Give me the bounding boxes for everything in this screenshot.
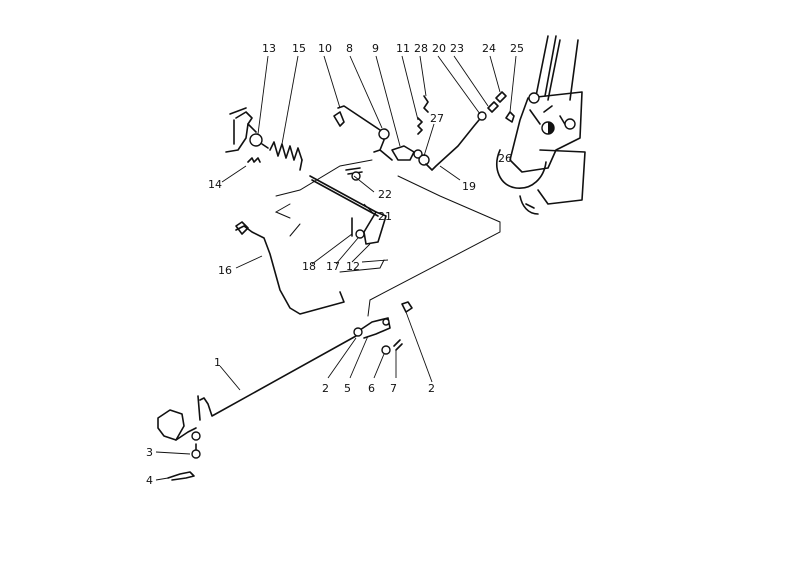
callout-8: 8 [346,42,353,55]
callout-6: 6 [368,382,375,395]
callout-20: 20 [432,42,446,55]
transmission-housing [496,35,586,215]
rod-part-19 [425,91,515,171]
callout-2-right: 2 [428,382,435,395]
callout-3: 3 [146,446,153,459]
pin-part-9 [391,145,423,161]
callout-19: 19 [462,180,476,193]
callout-24: 24 [482,42,496,55]
rod-part-1 [197,335,357,421]
callout-18: 18 [302,260,316,273]
callout-11: 11 [396,42,410,55]
leader-lines [155,55,517,481]
callout-23: 23 [450,42,464,55]
callout-27: 27 [430,112,444,125]
callout-21: 21 [378,210,392,223]
callout-14: 14 [208,178,222,191]
callout-25: 25 [510,42,524,55]
washer-part-6 [381,345,391,355]
callout-12: 12 [346,260,360,273]
spring-part-15 [261,141,303,171]
callout-2: 2 [322,382,329,395]
spring-part-28 [423,95,429,113]
callout-22: 22 [378,188,392,201]
spring-part-11 [417,117,423,135]
callout-labels: 13 15 10 8 9 11 28 20 23 24 25 27 14 26 … [146,42,524,487]
washer-part-3 [191,449,201,459]
callout-17: 17 [326,260,340,273]
nut-part-2 [401,301,413,313]
pedal-part-13 [225,107,263,153]
frame-outline [274,159,501,317]
part-14-clip [247,157,261,163]
callout-16: 16 [218,264,232,277]
rod-part-16 [235,221,345,315]
washer-part-27 [418,154,430,166]
callout-15: 15 [292,42,306,55]
callout-7: 7 [390,382,397,395]
clevis-part-5 [353,317,391,339]
callout-9: 9 [372,42,379,55]
cotter-pin-part-7 [393,339,403,351]
callout-10: 10 [318,42,332,55]
callout-5: 5 [344,382,351,395]
callout-13: 13 [262,42,276,55]
washer-part-17 [355,229,365,239]
callout-1: 1 [214,356,221,369]
shaft-part-10-8 [333,105,393,161]
callout-26: 26 [498,152,512,165]
cross-shaft-part-21-22 [309,167,387,245]
bracket-lower [157,409,201,451]
cotter-pin-part-4 [167,471,195,481]
callout-4: 4 [146,474,153,487]
callout-28: 28 [414,42,428,55]
